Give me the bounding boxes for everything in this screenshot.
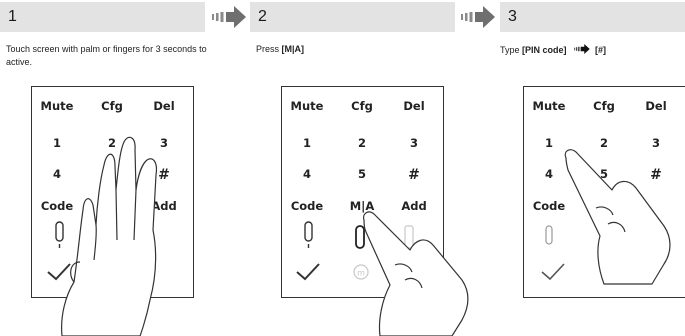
code-key[interactable]: Code [532,199,566,213]
mute-key[interactable]: Mute [40,99,74,113]
arrow-right-icon [461,6,495,28]
step-3-number: 3 [508,8,517,25]
add-key[interactable]: Add [401,199,427,213]
cfg-key[interactable]: Cfg [593,99,615,113]
key-1[interactable]: 1 [544,136,553,150]
cfg-key[interactable]: Cfg [101,99,123,113]
key-5[interactable]: 5 [107,167,116,181]
key-1[interactable]: 1 [52,136,61,150]
hash-key[interactable]: # [408,167,420,183]
step-2-header: 2 [250,2,455,32]
code-key[interactable]: Code [290,199,324,213]
step-1-instruction: Touch screen with palm or fingers for 3 … [6,44,207,67]
key-5[interactable]: 5 [357,167,366,181]
add-key[interactable]: Add [151,199,177,213]
del-key[interactable]: Del [645,99,667,113]
key-2[interactable]: 2 [599,136,608,150]
key-2[interactable]: 2 [107,136,116,150]
cfg-key[interactable]: Cfg [351,99,373,113]
mute-key[interactable]: Mute [290,99,324,113]
step-1-number: 1 [8,8,17,25]
step-3-instruction: Type [PIN code] [#] [500,44,607,55]
ma-key[interactable]: M|A [349,199,375,213]
key-4[interactable]: 4 [544,167,553,181]
step-3-header: 3 [500,2,685,32]
key-4[interactable]: 4 [302,167,311,181]
keypad-panel-2: Mute Cfg Del 1 2 3 4 5 # Code M|A Add [281,86,444,298]
hash-key[interactable]: # [650,167,662,183]
keypad-panel-1: Mute Cfg Del 1 2 3 4 5 # Code M Add [31,86,194,298]
step-2-instruction: Press [M|A] [256,44,305,54]
arrow-right-icon [212,6,246,28]
keypad-panel-3: Mute Cfg Del 1 2 3 4 5 # Code [523,86,685,298]
key-3[interactable]: 3 [409,136,418,150]
key-4[interactable]: 4 [52,167,61,181]
code-key[interactable]: Code [40,199,74,213]
key-3[interactable]: 3 [651,136,660,150]
step-1-header: 1 [0,2,205,32]
arrow-right-icon [574,44,590,54]
hash-key[interactable]: # [158,167,170,183]
key-5[interactable]: 5 [599,167,608,181]
del-key[interactable]: Del [153,99,175,113]
key-2[interactable]: 2 [357,136,366,150]
key-1[interactable]: 1 [302,136,311,150]
step-2-number: 2 [258,8,267,25]
del-key[interactable]: Del [403,99,425,113]
key-3[interactable]: 3 [159,136,168,150]
ma-key[interactable]: M [102,199,114,213]
mute-key[interactable]: Mute [532,99,566,113]
